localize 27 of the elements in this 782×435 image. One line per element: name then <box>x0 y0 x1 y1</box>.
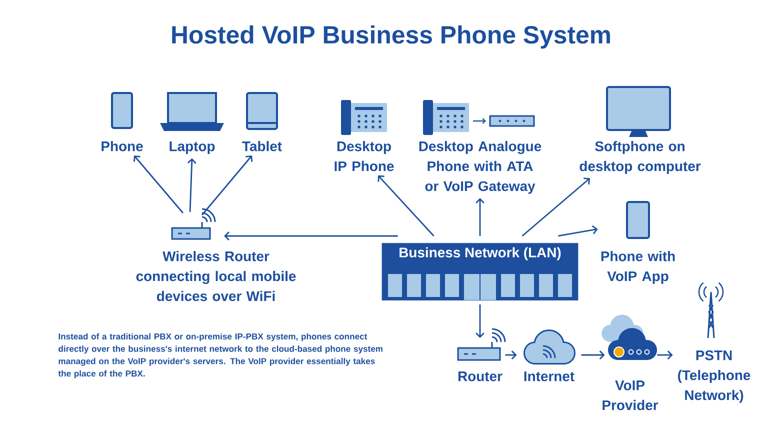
device-label: PSTN (Telephone Network) <box>678 350 750 403</box>
device-label: Softphone on desktop computer <box>580 141 701 174</box>
device-label: Desktop IP Phone <box>334 141 394 172</box>
arrow <box>378 175 434 236</box>
arrow <box>522 178 590 237</box>
arrow <box>224 232 398 240</box>
device-label: VoIP Provider <box>602 380 658 410</box>
device-label: Internet <box>524 372 574 382</box>
arrow <box>476 304 484 338</box>
arrow <box>505 350 517 360</box>
arrow <box>134 155 184 214</box>
device-label: Tablet <box>242 141 282 152</box>
device-label: Phone with VoIP App <box>601 251 675 284</box>
device-label: Desktop Analogue Phone with ATA or VoIP Gateway <box>419 141 542 194</box>
title: Hosted VoIP Business Phone System <box>172 25 610 49</box>
note-text: Instead of a traditional PBX or on-premise IP-PBX system, phones connect directly over the business's internet network to the cloud-based phone system managed on the VoIP provider's servers. The VoIP provider essentially takes the place of the PBX. <box>58 333 382 378</box>
arrow <box>558 225 598 237</box>
device-label: Router <box>458 372 502 382</box>
arrow <box>581 350 605 360</box>
device-label: Phone <box>102 141 143 152</box>
arrow <box>187 158 196 212</box>
device-label: Laptop <box>170 142 215 154</box>
device-label: Wireless Router connecting local mobile devices over WiFi <box>136 251 296 302</box>
network-switch-box: Business Network (LAN) <box>382 243 578 300</box>
arrow <box>657 350 673 360</box>
arrow <box>201 155 253 216</box>
arrow <box>476 198 484 236</box>
